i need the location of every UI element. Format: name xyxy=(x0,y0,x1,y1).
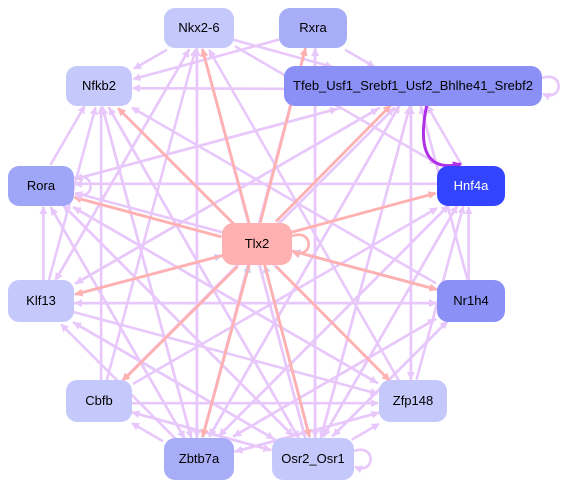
edge-tfeb-to-klf13 xyxy=(75,106,381,285)
edge-tlx2-to-nr1h4 xyxy=(292,249,438,292)
edge-nr1h4-to-nfkb2 xyxy=(131,106,437,285)
node-tlx2-label: Tlx2 xyxy=(245,236,270,251)
edge-rora-to-nfkb2 xyxy=(49,105,86,166)
edge-tlx2-to-rora xyxy=(73,195,222,239)
edge-hnf4a-to-osr2 xyxy=(322,204,459,437)
self-loop-tlx2 xyxy=(291,233,310,259)
node-osr2-label: Osr2_Osr1 xyxy=(281,451,345,466)
node-cbfb-label: Cbfb xyxy=(85,393,112,408)
node-tlx2-box xyxy=(222,223,292,265)
node-tlx2[interactable]: Tlx2 xyxy=(222,223,292,265)
node-rxra-box xyxy=(279,8,347,48)
edge-rora-to-zbtb7a xyxy=(49,206,186,439)
node-rxra-label: Rxra xyxy=(299,20,327,35)
edge-nr1h4-to-zbtb7a xyxy=(233,317,437,438)
node-tfeb-label: Tfeb_Usf1_Srebf1_Usf2_Bhlhe41_Srebf2 xyxy=(293,78,533,93)
edge-tlx2-to-nfkb2 xyxy=(117,107,236,226)
edge-tlx2-to-klf13 xyxy=(74,254,223,297)
edge-zbtb7a-to-cbfb xyxy=(131,422,164,443)
node-cbfb[interactable]: Cbfb xyxy=(66,380,132,422)
node-zfp148-box xyxy=(379,380,447,422)
node-rora[interactable]: Rora xyxy=(8,166,74,206)
self-loop-rora xyxy=(73,175,92,201)
node-zbtb7a-label: Zbtb7a xyxy=(179,451,220,466)
edge-zfp148-to-rora xyxy=(73,206,379,385)
edge-tfeb-to-osr2 xyxy=(318,106,411,439)
edge-tfeb-to-nfkb2 xyxy=(132,84,285,93)
edge-rora-to-osr2 xyxy=(61,203,294,437)
edge-tlx2-to-tfeb xyxy=(274,104,392,223)
node-zfp148[interactable]: Zfp148 xyxy=(379,380,447,422)
node-nr1h4-box xyxy=(437,280,505,322)
edge-zfp148-to-nkx2_6 xyxy=(208,49,401,382)
edge-tlx2-to-hnf4a xyxy=(291,191,437,234)
node-osr2-osr1[interactable]: Osr2_Osr1 xyxy=(272,438,354,480)
node-zbtb7a[interactable]: Zbtb7a xyxy=(164,438,234,480)
edge-hnf4a-to-zbtb7a xyxy=(218,203,451,437)
edge-cbfb-to-hnf4a xyxy=(132,207,438,385)
node-nfkb2-box xyxy=(66,66,132,106)
edge-tfeb-to-rora xyxy=(74,106,341,182)
self-loop-layer xyxy=(73,75,560,474)
edge-tlx2-to-zbtb7a xyxy=(200,264,251,438)
edge-tfeb-to-zbtb7a xyxy=(208,104,401,437)
edge-tlx2-to-osr2 xyxy=(263,264,312,438)
node-zbtb7a-box xyxy=(164,438,234,480)
node-hnf4a[interactable]: Hnf4a xyxy=(437,166,505,206)
edge-klf13-to-osr2 xyxy=(72,321,275,440)
node-klf13[interactable]: Klf13 xyxy=(8,280,74,322)
edge-tfeb-to-hnf4a xyxy=(422,104,463,171)
node-nfkb2[interactable]: Nfkb2 xyxy=(66,66,132,106)
node-nkx2-6[interactable]: Nkx2-6 xyxy=(164,8,234,48)
node-cbfb-box xyxy=(66,380,132,422)
edge-rxra-to-tfeb xyxy=(344,48,376,68)
node-tfeb-usf1-srebf1-usf2-bhlhe41-srebf2[interactable]: Tfeb_Usf1_Srebf1_Usf2_Bhlhe41_Srebf2 xyxy=(284,66,542,106)
self-loop-osr2 xyxy=(353,448,372,474)
node-hnf4a-label: Hnf4a xyxy=(454,178,489,193)
edge-hnf4a-to-tfeb xyxy=(426,105,463,166)
node-zfp148-label: Zfp148 xyxy=(393,393,433,408)
node-nkx2-6-box xyxy=(164,8,234,48)
edge-nr1h4-to-osr2 xyxy=(332,319,450,437)
node-nr1h4-label: Nr1h4 xyxy=(453,293,488,308)
edge-tlx2-to-cbfb xyxy=(121,265,239,382)
node-klf13-label: Klf13 xyxy=(26,293,56,308)
edge-tlx2-to-zfp148 xyxy=(275,265,391,382)
edge-tlx2-to-nkx2_6 xyxy=(200,48,251,224)
node-nr1h4[interactable]: Nr1h4 xyxy=(437,280,505,322)
edge-osr2-to-zfp148 xyxy=(351,422,380,441)
node-nfkb2-label: Nfkb2 xyxy=(82,78,116,93)
edge-nkx2_6-to-klf13 xyxy=(54,48,191,281)
node-osr2-box xyxy=(272,438,354,480)
node-hnf4a-box xyxy=(437,166,505,206)
edge-nfkb2-to-zbtb7a xyxy=(101,106,194,439)
node-rxra[interactable]: Rxra xyxy=(279,8,347,48)
node-rora-label: Rora xyxy=(27,178,56,193)
node-tfeb-box xyxy=(284,66,542,106)
node-rora-box xyxy=(8,166,74,206)
self-loop-tfeb xyxy=(541,75,560,101)
edge-nkx2_6-to-nfkb2 xyxy=(133,48,168,70)
node-klf13-box xyxy=(8,280,74,322)
node-nkx2-6-label: Nkx2-6 xyxy=(178,20,219,35)
